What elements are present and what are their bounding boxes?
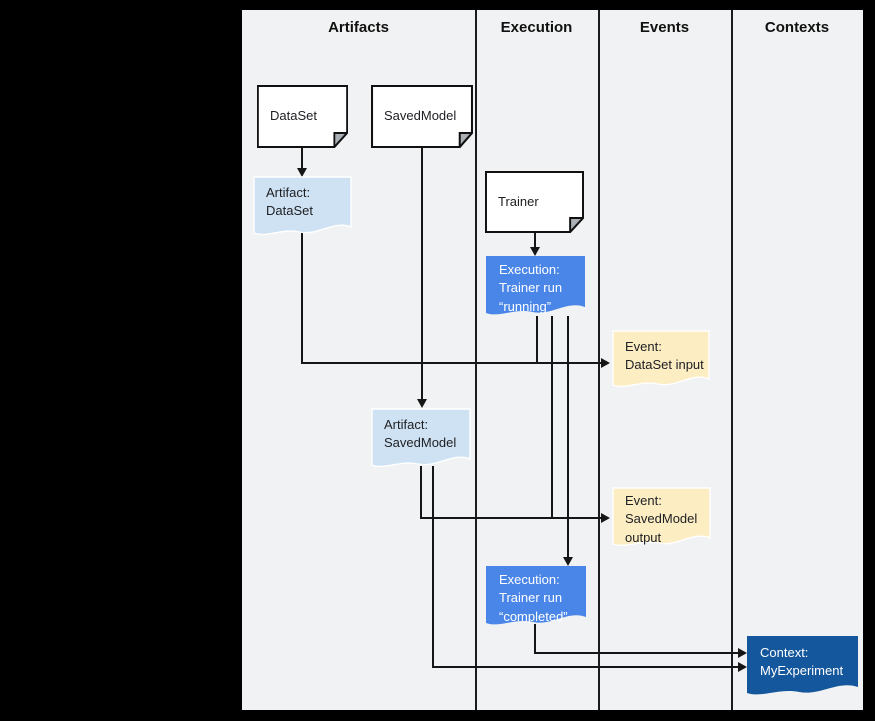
- arrowhead-down-icon: [530, 247, 540, 256]
- column-divider: [598, 10, 600, 710]
- arrowhead-right-icon: [601, 358, 610, 368]
- folded-corner-icon: [458, 132, 473, 148]
- node-event-savedmodel-output: Event: SavedModel output: [612, 487, 711, 551]
- document-shape: [371, 408, 471, 468]
- node-event-dataset-input: Event: DataSet input: [612, 330, 710, 392]
- document-shape: [253, 176, 352, 236]
- node-execution-running: Execution: Trainer run “running”: [486, 256, 585, 320]
- note-shape: [485, 171, 584, 233]
- document-shape: [486, 256, 585, 315]
- document-shape: [747, 636, 858, 695]
- node-label: Context: MyExperiment: [760, 645, 844, 679]
- node-label: DataSet: [270, 108, 317, 124]
- node-artifact-dataset: Artifact: DataSet: [253, 176, 352, 240]
- node-execution-completed: Execution: Trainer run “completed”: [486, 566, 586, 630]
- column-divider: [731, 10, 733, 710]
- document-shape: [486, 566, 586, 625]
- arrowhead-down-icon: [297, 168, 307, 177]
- node-label: SavedModel: [384, 108, 457, 124]
- column-header-contexts: Contexts: [764, 19, 830, 36]
- node-label: Event: DataSet input: [625, 339, 704, 373]
- folded-corner-icon: [569, 217, 584, 233]
- arrowhead-right-icon: [601, 513, 610, 523]
- node-label: Artifact: SavedModel: [384, 417, 457, 451]
- arrowhead-right-icon: [738, 662, 747, 672]
- document-shape: [612, 330, 710, 388]
- column-divider: [475, 10, 477, 710]
- node-context-myexperiment: Context: MyExperiment: [747, 636, 858, 700]
- node-label: Trainer: [498, 193, 539, 209]
- node-savedmodel: SavedModel: [371, 85, 473, 148]
- column-header-events: Events: [639, 19, 690, 36]
- node-artifact-savedmodel: Artifact: SavedModel: [371, 408, 471, 472]
- note-shape: [371, 85, 473, 148]
- document-shape: [612, 487, 711, 547]
- diagram-canvas: Artifacts Execution Events Contexts: [242, 10, 863, 710]
- node-label: Event: SavedModel output: [625, 493, 698, 545]
- node-trainer: Trainer: [485, 171, 584, 233]
- node-label: Execution: Trainer run “running”: [499, 262, 563, 314]
- arrowhead-right-icon: [738, 648, 747, 658]
- arrowhead-down-icon: [417, 399, 427, 408]
- node-label: Artifact: DataSet: [266, 185, 313, 219]
- node-dataset: DataSet: [257, 85, 348, 148]
- column-header-artifacts: Artifacts: [328, 19, 389, 36]
- folded-corner-icon: [333, 132, 348, 148]
- node-label: Execution: Trainer run “completed”: [499, 572, 568, 624]
- arrowhead-down-icon: [563, 557, 573, 566]
- note-shape: [257, 85, 348, 148]
- column-header-execution: Execution: [500, 19, 573, 36]
